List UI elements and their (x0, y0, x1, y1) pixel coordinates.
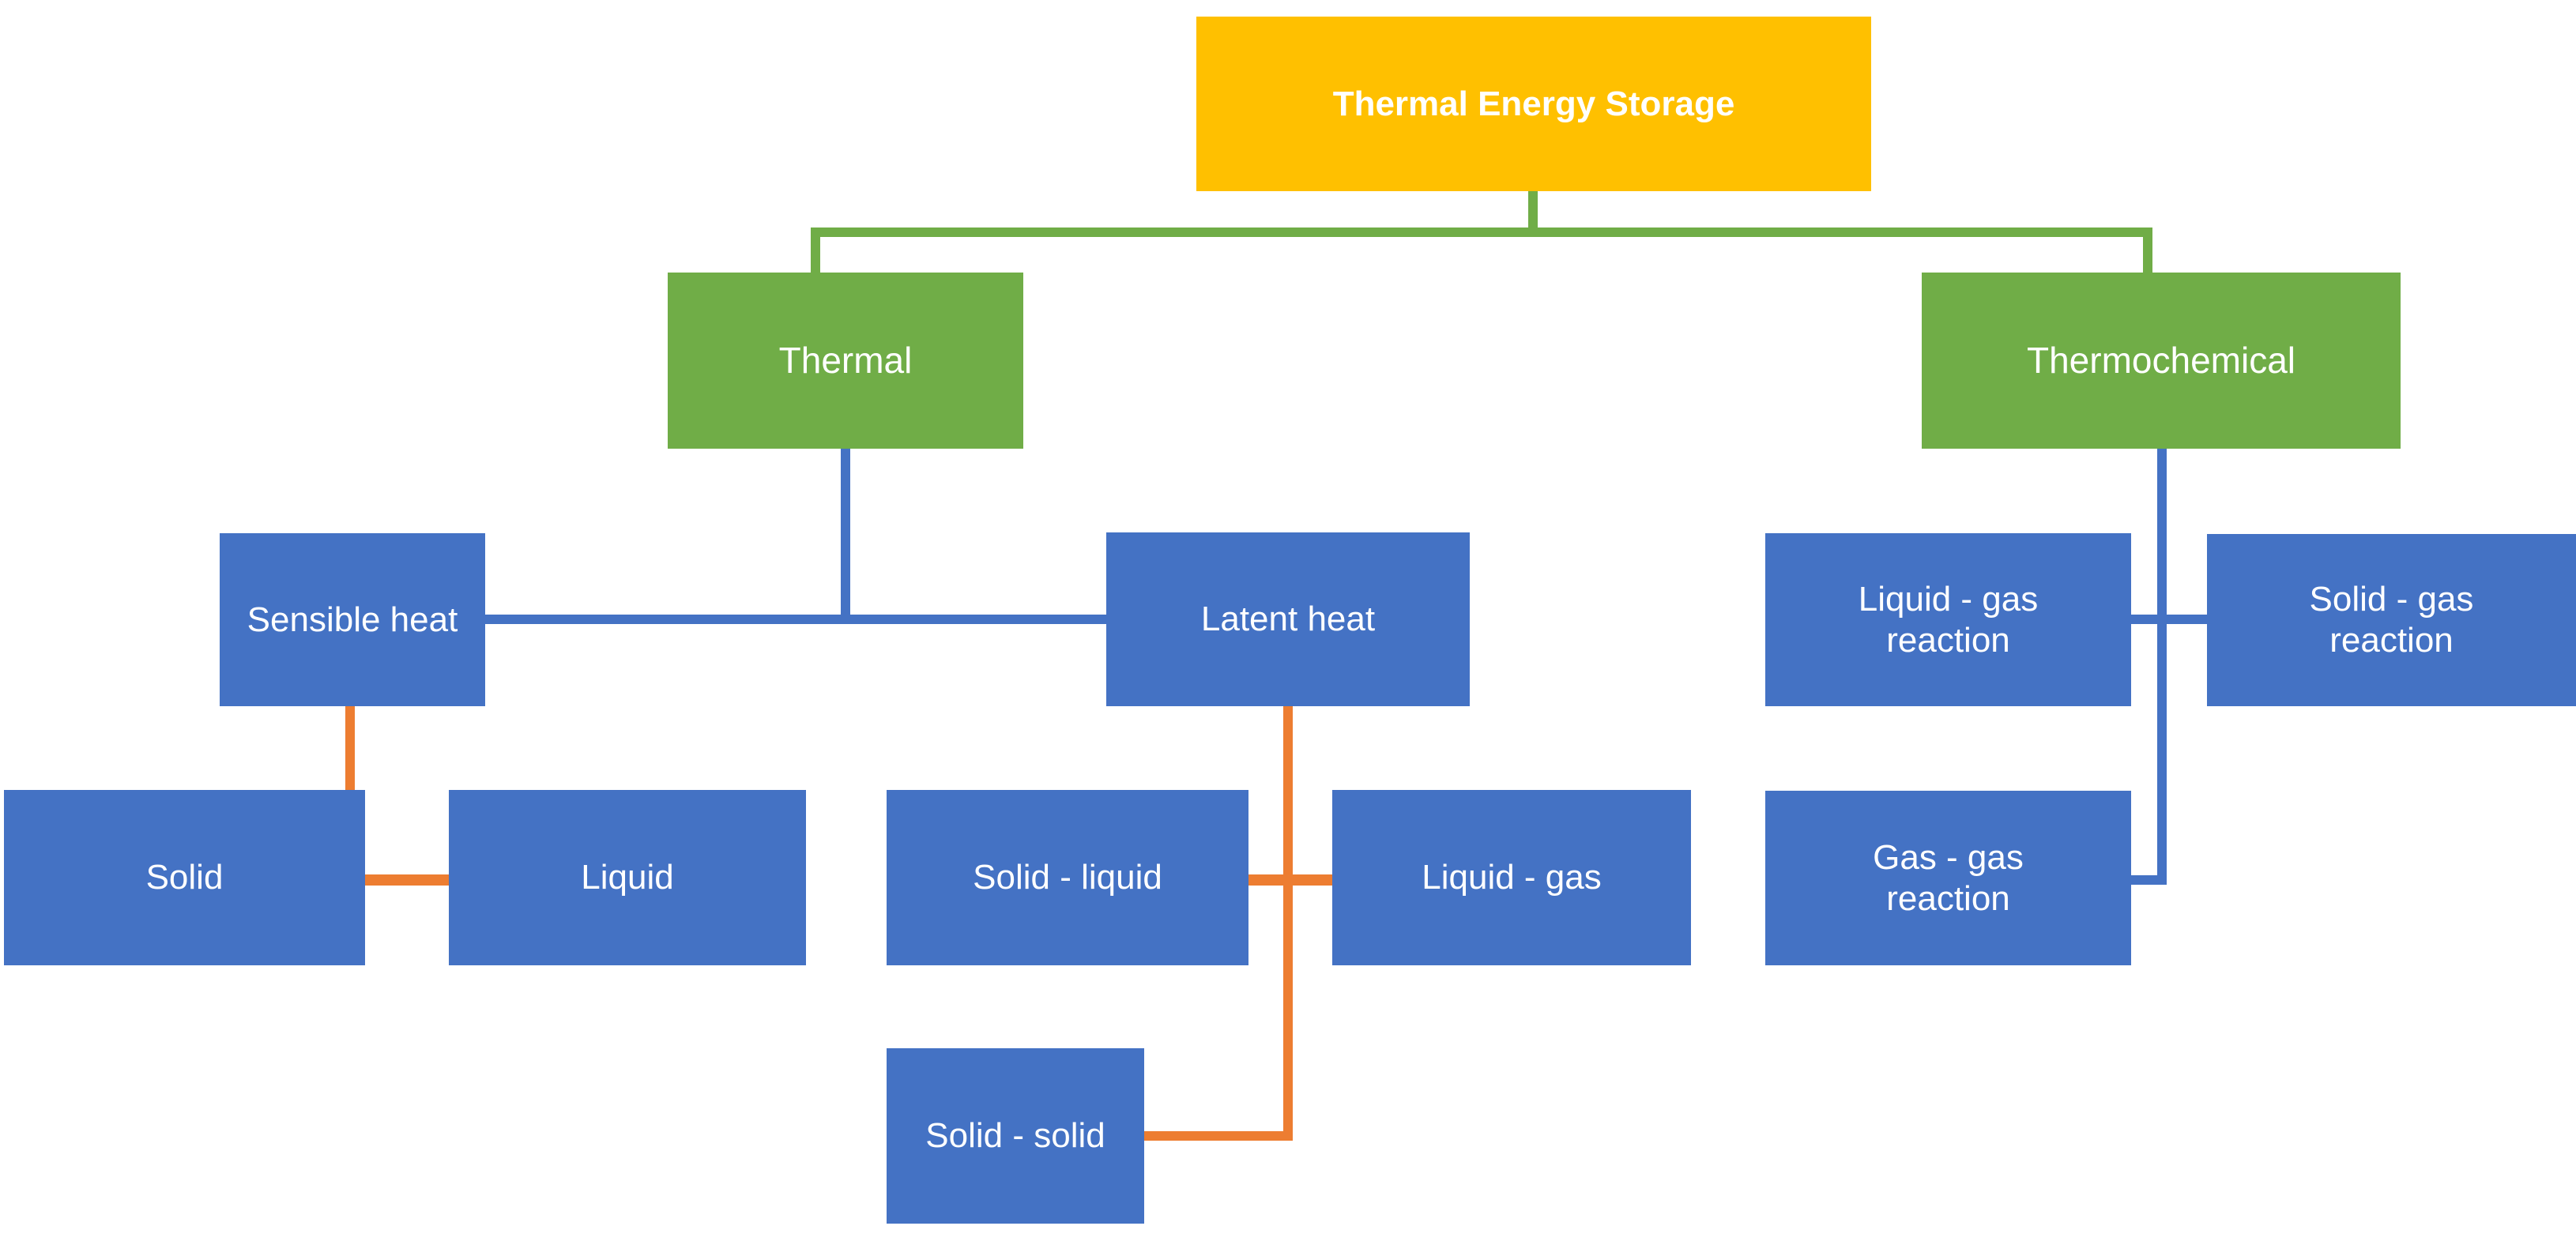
node-solid-liquid[interactable]: Solid - liquid (887, 790, 1248, 965)
node-label: Liquid - gas (1422, 858, 1602, 897)
node-label: Solid (145, 858, 224, 897)
node-label-line-1: Gas - gas (1873, 837, 2024, 877)
node-label-line-2: reaction (1886, 878, 2010, 918)
node-label: Sensible heat (247, 600, 458, 639)
connector-latent-to-solid-solid (1143, 1131, 1293, 1141)
node-label-line-1: Liquid - gas (1858, 579, 2039, 619)
node-thermal-energy-storage[interactable]: Thermal Energy Storage (1196, 17, 1871, 191)
node-label: Thermal (778, 340, 913, 382)
node-label-line-2: reaction (2329, 621, 2454, 660)
node-thermochemical[interactable]: Thermochemical (1922, 273, 2401, 449)
node-label: Latent heat (1200, 600, 1376, 639)
node-label: Thermochemical (2027, 340, 2295, 382)
connector-root-to-thermochemical (2143, 228, 2152, 273)
connector-thermochemical-to-gas-gas (2124, 875, 2167, 885)
node-sensible-heat[interactable]: Sensible heat (220, 533, 485, 706)
node-label: Solid - solid (925, 1116, 1105, 1156)
connector-latent-to-solid-liquid (1247, 874, 1286, 886)
node-liquid[interactable]: Liquid (449, 790, 806, 965)
node-label: Solid - liquid (973, 858, 1162, 897)
node-label-line-1: Solid - gas (2309, 580, 2474, 619)
connector-thermochemical-to-solid-gas (2162, 615, 2211, 624)
node-solid[interactable]: Solid (4, 790, 365, 965)
node-liquid-gas-reaction[interactable]: Liquid - gas reaction (1765, 533, 2131, 706)
node-thermal[interactable]: Thermal (668, 273, 1023, 449)
node-label: Liquid - gas reaction (1765, 579, 2131, 661)
node-solid-solid[interactable]: Solid - solid (887, 1048, 1144, 1224)
connector-thermal-stem (841, 449, 850, 619)
connector-root-horizontal (811, 228, 2152, 237)
node-label: Solid - gas reaction (2207, 579, 2576, 661)
connector-latent-to-liquid-gas (1290, 874, 1334, 886)
node-liquid-gas[interactable]: Liquid - gas (1332, 790, 1691, 965)
node-solid-gas-reaction[interactable]: Solid - gas reaction (2207, 534, 2576, 706)
connector-sensible-horizontal (356, 874, 449, 886)
connector-thermochemical-stem (2157, 449, 2167, 885)
connector-latent-stem (1283, 706, 1293, 1141)
connector-thermochemical-to-liquid-gas (2127, 615, 2162, 624)
node-label: Gas - gas reaction (1765, 837, 2131, 919)
connector-root-stem (1528, 191, 1538, 232)
node-gas-gas-reaction[interactable]: Gas - gas reaction (1765, 791, 2131, 965)
node-latent-heat[interactable]: Latent heat (1106, 532, 1470, 706)
node-label-line-2: reaction (1886, 620, 2010, 660)
connector-root-to-thermal (811, 228, 820, 273)
node-label: Liquid (581, 858, 674, 897)
node-label: Thermal Energy Storage (1332, 84, 1735, 123)
connector-thermal-horizontal (484, 615, 1109, 624)
